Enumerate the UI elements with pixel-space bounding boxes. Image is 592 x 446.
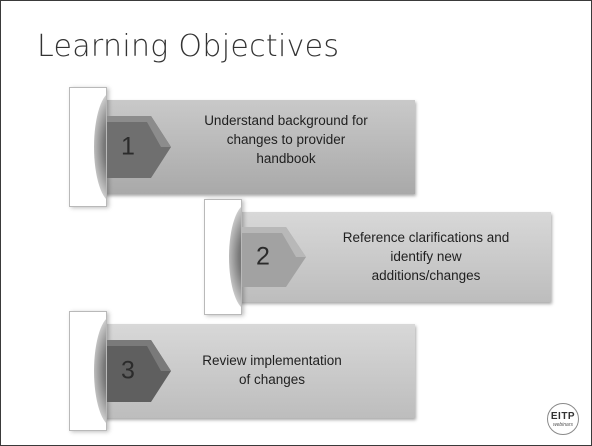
- chevron-arrow-icon: [107, 116, 171, 178]
- objective-text: Understand background for changes to pro…: [204, 113, 368, 166]
- objective-number: 2: [256, 242, 270, 271]
- objective-1: 1 Understand background for changes to p…: [69, 87, 415, 207]
- objective-2: 2 Reference clarifications and identify …: [204, 199, 551, 315]
- objective-card: [69, 87, 107, 207]
- eitp-logo: EITP webinars: [547, 403, 579, 435]
- objective-card: [69, 311, 107, 431]
- objective-3: 3 Review implementation of changes: [69, 311, 415, 431]
- objective-number: 3: [121, 356, 135, 385]
- slide-title: Learning Objectives: [37, 29, 340, 64]
- objective-card: [204, 199, 242, 315]
- objective-text: Reference clarifications and identify ne…: [342, 230, 510, 283]
- objective-number: 1: [121, 132, 135, 161]
- chevron-arrow-icon: [107, 340, 171, 402]
- chevron-arrow-icon: [242, 227, 306, 287]
- objective-text: Review implementation of changes: [202, 353, 342, 387]
